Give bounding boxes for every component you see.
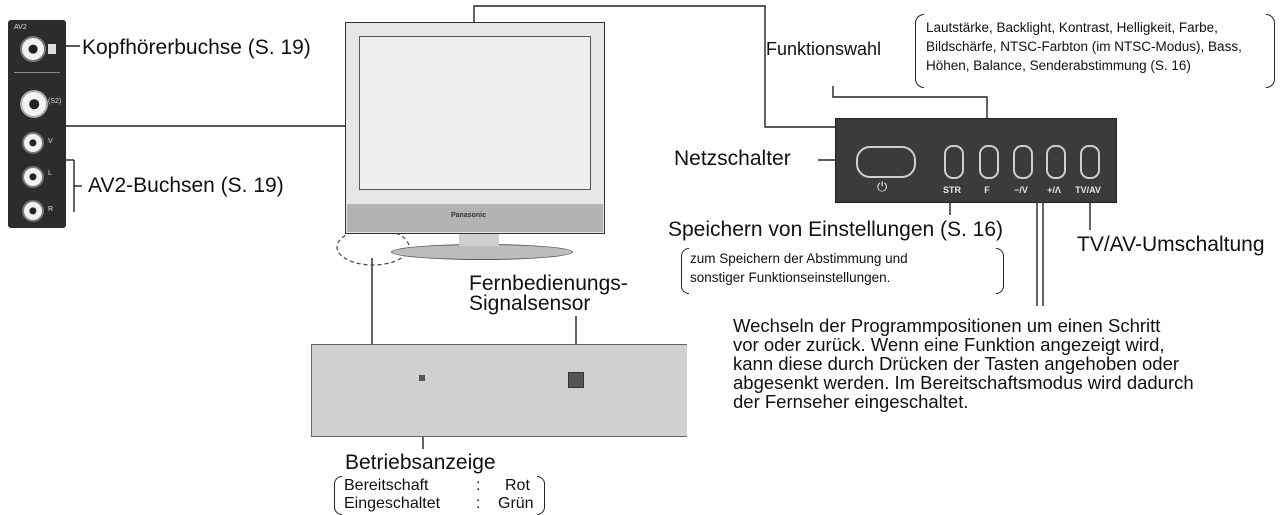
remote-sensor-window [568, 372, 584, 388]
on-label: Eingeschaltet [344, 495, 441, 512]
program-desc-line-1: Wechseln der Programmpositionen um einen… [733, 315, 1161, 336]
s-video-label: (S2) [48, 98, 62, 105]
volume-down-button[interactable] [1013, 145, 1033, 179]
video-jack[interactable] [22, 132, 44, 154]
audio-right-label: R [48, 206, 54, 213]
on-separator: : [476, 495, 481, 512]
function-list-line-3: Höhen, Balance, Senderabstimmung (S. 16) [926, 58, 1191, 73]
volume-up-button[interactable] [1046, 145, 1066, 179]
standby-separator: : [476, 477, 481, 494]
standby-label: Bereitschaft [344, 477, 429, 494]
s-video-jack[interactable] [20, 90, 48, 118]
program-desc-line-3: kann diese durch Drücken der Tasten ange… [733, 353, 1180, 374]
audio-left-label: L [48, 170, 52, 177]
tv-set: Panasonic [345, 22, 607, 264]
power-indicator-label: Betriebsanzeige [345, 451, 496, 474]
headphone-jack-label: Kopfhörerbuchse (S. 19) [82, 36, 311, 59]
sensor-strip [311, 344, 687, 437]
volume-up-label: +/Λ [1047, 185, 1061, 195]
power-indicator-led [419, 375, 425, 381]
remote-sensor-line-2: Signalsensor [469, 292, 591, 315]
tv-stand [391, 244, 573, 260]
store-note-line-2: sonstiger Funktionseinstellungen. [690, 270, 891, 285]
indicator-paren-right [537, 476, 545, 515]
function-select-label: Funktionswahl [766, 39, 882, 59]
indicator-paren-left [334, 476, 342, 515]
volume-down-label: −/V [1014, 185, 1028, 195]
tv-bottom-bezel [347, 204, 603, 232]
store-note-paren-left [681, 248, 689, 294]
av2-panel-label: AV2 [14, 24, 27, 31]
program-desc-line-4: abgesenkt werden. Im Bereitschaftsmodus … [733, 372, 1194, 393]
audio-left-jack[interactable] [22, 166, 44, 188]
f-button-label: F [984, 185, 990, 195]
headphone-icon [48, 44, 56, 54]
tv-stand-neck [459, 234, 499, 246]
function-list-paren-left [915, 14, 924, 88]
store-settings-label: Speichern von Einstellungen (S. 16) [668, 218, 1004, 241]
tv-screen [359, 36, 591, 190]
tv-av-switch-label: TV/AV-Umschaltung [1077, 233, 1265, 256]
av2-jacks-label: AV2-Buchsen (S. 19) [88, 174, 284, 197]
control-panel: ⏻ STR F −/V +/Λ TV/AV [835, 118, 1117, 203]
power-button[interactable] [856, 146, 916, 178]
on-color: Grün [498, 495, 534, 512]
tv-av-button-label: TV/AV [1075, 185, 1101, 195]
store-note-paren-right [996, 248, 1004, 294]
tv-brand-logo: Panasonic [451, 212, 487, 219]
video-jack-label: V [48, 138, 53, 145]
function-list: Lautstärke, Backlight, Kontrast, Helligk… [926, 18, 1242, 75]
audio-right-jack[interactable] [22, 200, 44, 222]
function-list-line-1: Lautstärke, Backlight, Kontrast, Helligk… [926, 20, 1218, 35]
power-icon: ⏻ [877, 180, 888, 195]
store-note-line-1: zum Speichern der Abstimmung und [690, 251, 908, 266]
standby-color: Rot [505, 477, 530, 494]
remote-sensor-label: Fernbedienungs- Signalsensor [469, 272, 628, 315]
tv-av-button[interactable] [1080, 145, 1100, 179]
panel-divider [14, 72, 60, 73]
str-button-label: STR [943, 185, 961, 195]
power-switch-label: Netzschalter [674, 147, 791, 170]
headphone-jack[interactable] [20, 36, 46, 62]
store-note: zum Speichern der Abstimmung und sonstig… [690, 249, 908, 287]
function-list-paren-right [1266, 14, 1275, 88]
program-description: Wechseln der Programmpositionen um einen… [733, 316, 1273, 411]
program-desc-line-2: vor oder zurück. Wenn eine Funktion ange… [733, 334, 1165, 355]
str-button[interactable] [944, 145, 964, 179]
f-button[interactable] [979, 145, 999, 179]
program-desc-line-5: der Fernseher eingeschaltet. [733, 391, 969, 412]
remote-sensor-line-1: Fernbedienungs- [469, 272, 628, 295]
av2-side-panel: AV2 (S2) V L R [8, 20, 66, 228]
function-list-line-2: Bildschärfe, NTSC-Farbton (im NTSC-Modus… [926, 39, 1242, 54]
